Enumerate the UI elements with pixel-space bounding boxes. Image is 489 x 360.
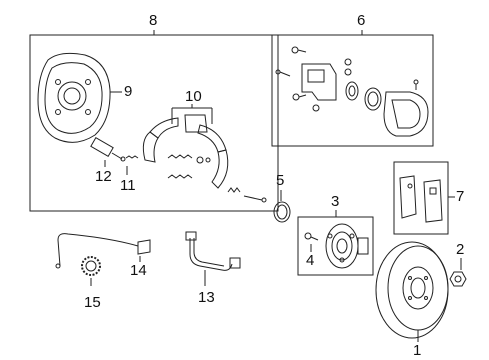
- group-box-7: [393, 161, 449, 235]
- brake-rotor-drawing: [375, 241, 449, 342]
- caliper-drawing: [275, 46, 429, 137]
- brake-pads-drawing: [399, 175, 443, 223]
- brake-shoes-drawing: [142, 104, 229, 189]
- callout-11: 11: [120, 177, 136, 194]
- callout-10: 10: [185, 88, 202, 105]
- callout-9: 9: [124, 83, 133, 100]
- callout-14: 14: [130, 262, 147, 279]
- callout-8: 8: [149, 12, 158, 29]
- hub-nut-drawing: [449, 258, 467, 287]
- hardware-drawing: [167, 154, 267, 203]
- callout-6: 6: [357, 12, 366, 29]
- callout-1: 1: [413, 342, 422, 359]
- callout-15: 15: [84, 294, 101, 311]
- hub-drawing: [304, 223, 369, 269]
- callout-13: 13: [198, 289, 215, 306]
- adjuster-drawing: [90, 136, 139, 175]
- abs-sensor-drawing: [55, 233, 151, 269]
- callout-7: 7: [456, 188, 465, 205]
- callout-2: 2: [456, 241, 465, 258]
- callout-3: 3: [331, 193, 340, 210]
- callout-12: 12: [95, 168, 112, 185]
- tone-ring-drawing: [81, 256, 101, 286]
- group-box-6: [271, 34, 434, 147]
- seal-ring-drawing: [273, 190, 291, 223]
- backing-plate-drawing: [37, 52, 122, 143]
- group-box-8: [29, 34, 279, 212]
- brake-hose-drawing: [185, 231, 241, 286]
- callout-5: 5: [276, 172, 285, 189]
- callout-4: 4: [306, 252, 315, 269]
